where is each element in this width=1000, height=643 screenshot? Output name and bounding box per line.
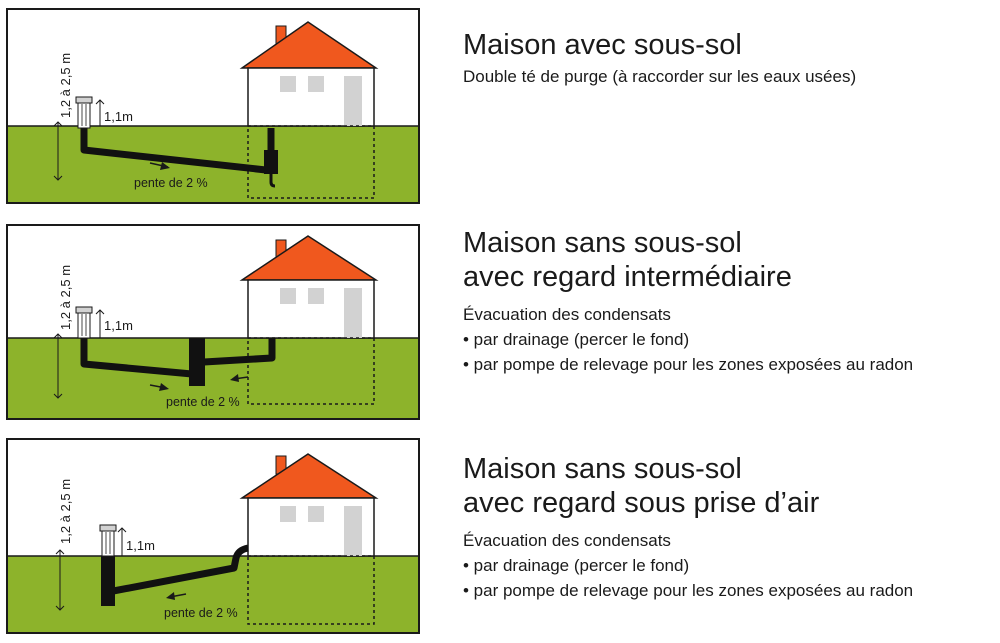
window — [308, 506, 324, 522]
list-item: • par pompe de relevage pour les zones e… — [463, 355, 914, 374]
diagram-panel-intermediate-manhole: 1,2 à 2,5 m 1,1m pente de 2 % — [6, 224, 420, 420]
panel-basement-text: Maison avec sous-sol Double té de purge … — [463, 28, 998, 89]
height-dimension — [95, 309, 105, 338]
depth-dimension — [55, 549, 65, 611]
panel-title-line2: avec regard sous prise d’air — [463, 487, 820, 519]
door — [344, 288, 362, 338]
panel-air-intake-text: Maison sans sous-sol avec regard sous pr… — [463, 452, 998, 603]
window — [280, 288, 296, 304]
door — [344, 506, 362, 556]
diagram-basement-svg: 1,2 à 2,5 m 1,1m pente de 2 % — [8, 21, 418, 202]
pipe-intake-to-manhole — [80, 338, 193, 378]
buried-pipe — [107, 544, 249, 596]
door — [344, 76, 362, 126]
slope-label: pente de 2 % — [164, 606, 238, 620]
height-dimension — [117, 527, 127, 556]
panel-title: Maison avec sous-sol — [463, 29, 742, 61]
height-label: 1,1m — [104, 318, 133, 333]
list-item: • par pompe de relevage pour les zones e… — [463, 581, 914, 600]
depth-label: 1,2 à 2,5 m — [58, 479, 73, 544]
roof — [239, 21, 379, 69]
drain-trap — [269, 174, 276, 188]
window — [308, 288, 324, 304]
panel-heading: Évacuation des condensats — [463, 531, 671, 550]
air-intake — [75, 306, 93, 339]
window — [280, 506, 296, 522]
window — [280, 76, 296, 92]
pipe-system — [101, 544, 249, 606]
diagram-panel-air-intake-manhole: 1,2 à 2,5 m 1,1m pente de 2 % — [6, 438, 420, 634]
panel-intermediate-text: Maison sans sous-sol avec regard intermé… — [463, 226, 998, 377]
house — [239, 453, 379, 625]
pipe-system — [80, 338, 276, 386]
diagram-air-intake-svg: 1,2 à 2,5 m 1,1m pente de 2 % — [8, 453, 418, 632]
slope-label: pente de 2 % — [134, 176, 208, 190]
panel-title-line2: avec regard intermédiaire — [463, 261, 792, 293]
panel-heading: Évacuation des condensats — [463, 305, 671, 324]
panel-title-line1: Maison sans sous-sol — [463, 227, 742, 259]
depth-label: 1,2 à 2,5 m — [58, 53, 73, 118]
height-dimension — [95, 99, 105, 126]
buried-pipe — [80, 128, 267, 174]
panel-title-line1: Maison sans sous-sol — [463, 453, 742, 485]
diagram-intermediate-svg: 1,2 à 2,5 m 1,1m pente de 2 % — [8, 235, 418, 418]
ground-area — [8, 556, 418, 632]
pipe-house-to-manhole — [203, 338, 276, 366]
house — [239, 21, 379, 199]
slope-arrow-right — [230, 374, 249, 382]
depth-dimension — [53, 121, 63, 181]
slope-arrow-left — [149, 383, 169, 391]
slope-arrow — [149, 162, 170, 170]
intermediate-manhole — [189, 338, 205, 386]
purge-tee — [264, 150, 278, 174]
height-label: 1,1m — [104, 109, 133, 124]
roof — [239, 235, 379, 281]
slope-arrow — [166, 592, 187, 600]
house — [239, 235, 379, 405]
basement-outline — [247, 125, 375, 199]
manhole-under-intake — [101, 556, 115, 606]
foundation-outline — [247, 337, 375, 405]
roof — [239, 453, 379, 499]
foundation-outline — [247, 555, 375, 625]
list-item: • par drainage (percer le fond) — [463, 556, 690, 575]
slope-label: pente de 2 % — [166, 395, 240, 409]
diagram-panel-basement: 1,2 à 2,5 m 1,1m pente de 2 % — [6, 8, 420, 204]
depth-dimension — [53, 333, 63, 399]
list-item: • par drainage (percer le fond) — [463, 330, 690, 349]
air-intake — [99, 524, 117, 557]
pipe-system — [80, 128, 278, 188]
depth-label: 1,2 à 2,5 m — [58, 265, 73, 330]
height-label: 1,1m — [126, 538, 155, 553]
window — [308, 76, 324, 92]
air-intake — [75, 96, 93, 129]
panel-subtitle: Double té de purge (à raccorder sur les … — [463, 67, 857, 86]
